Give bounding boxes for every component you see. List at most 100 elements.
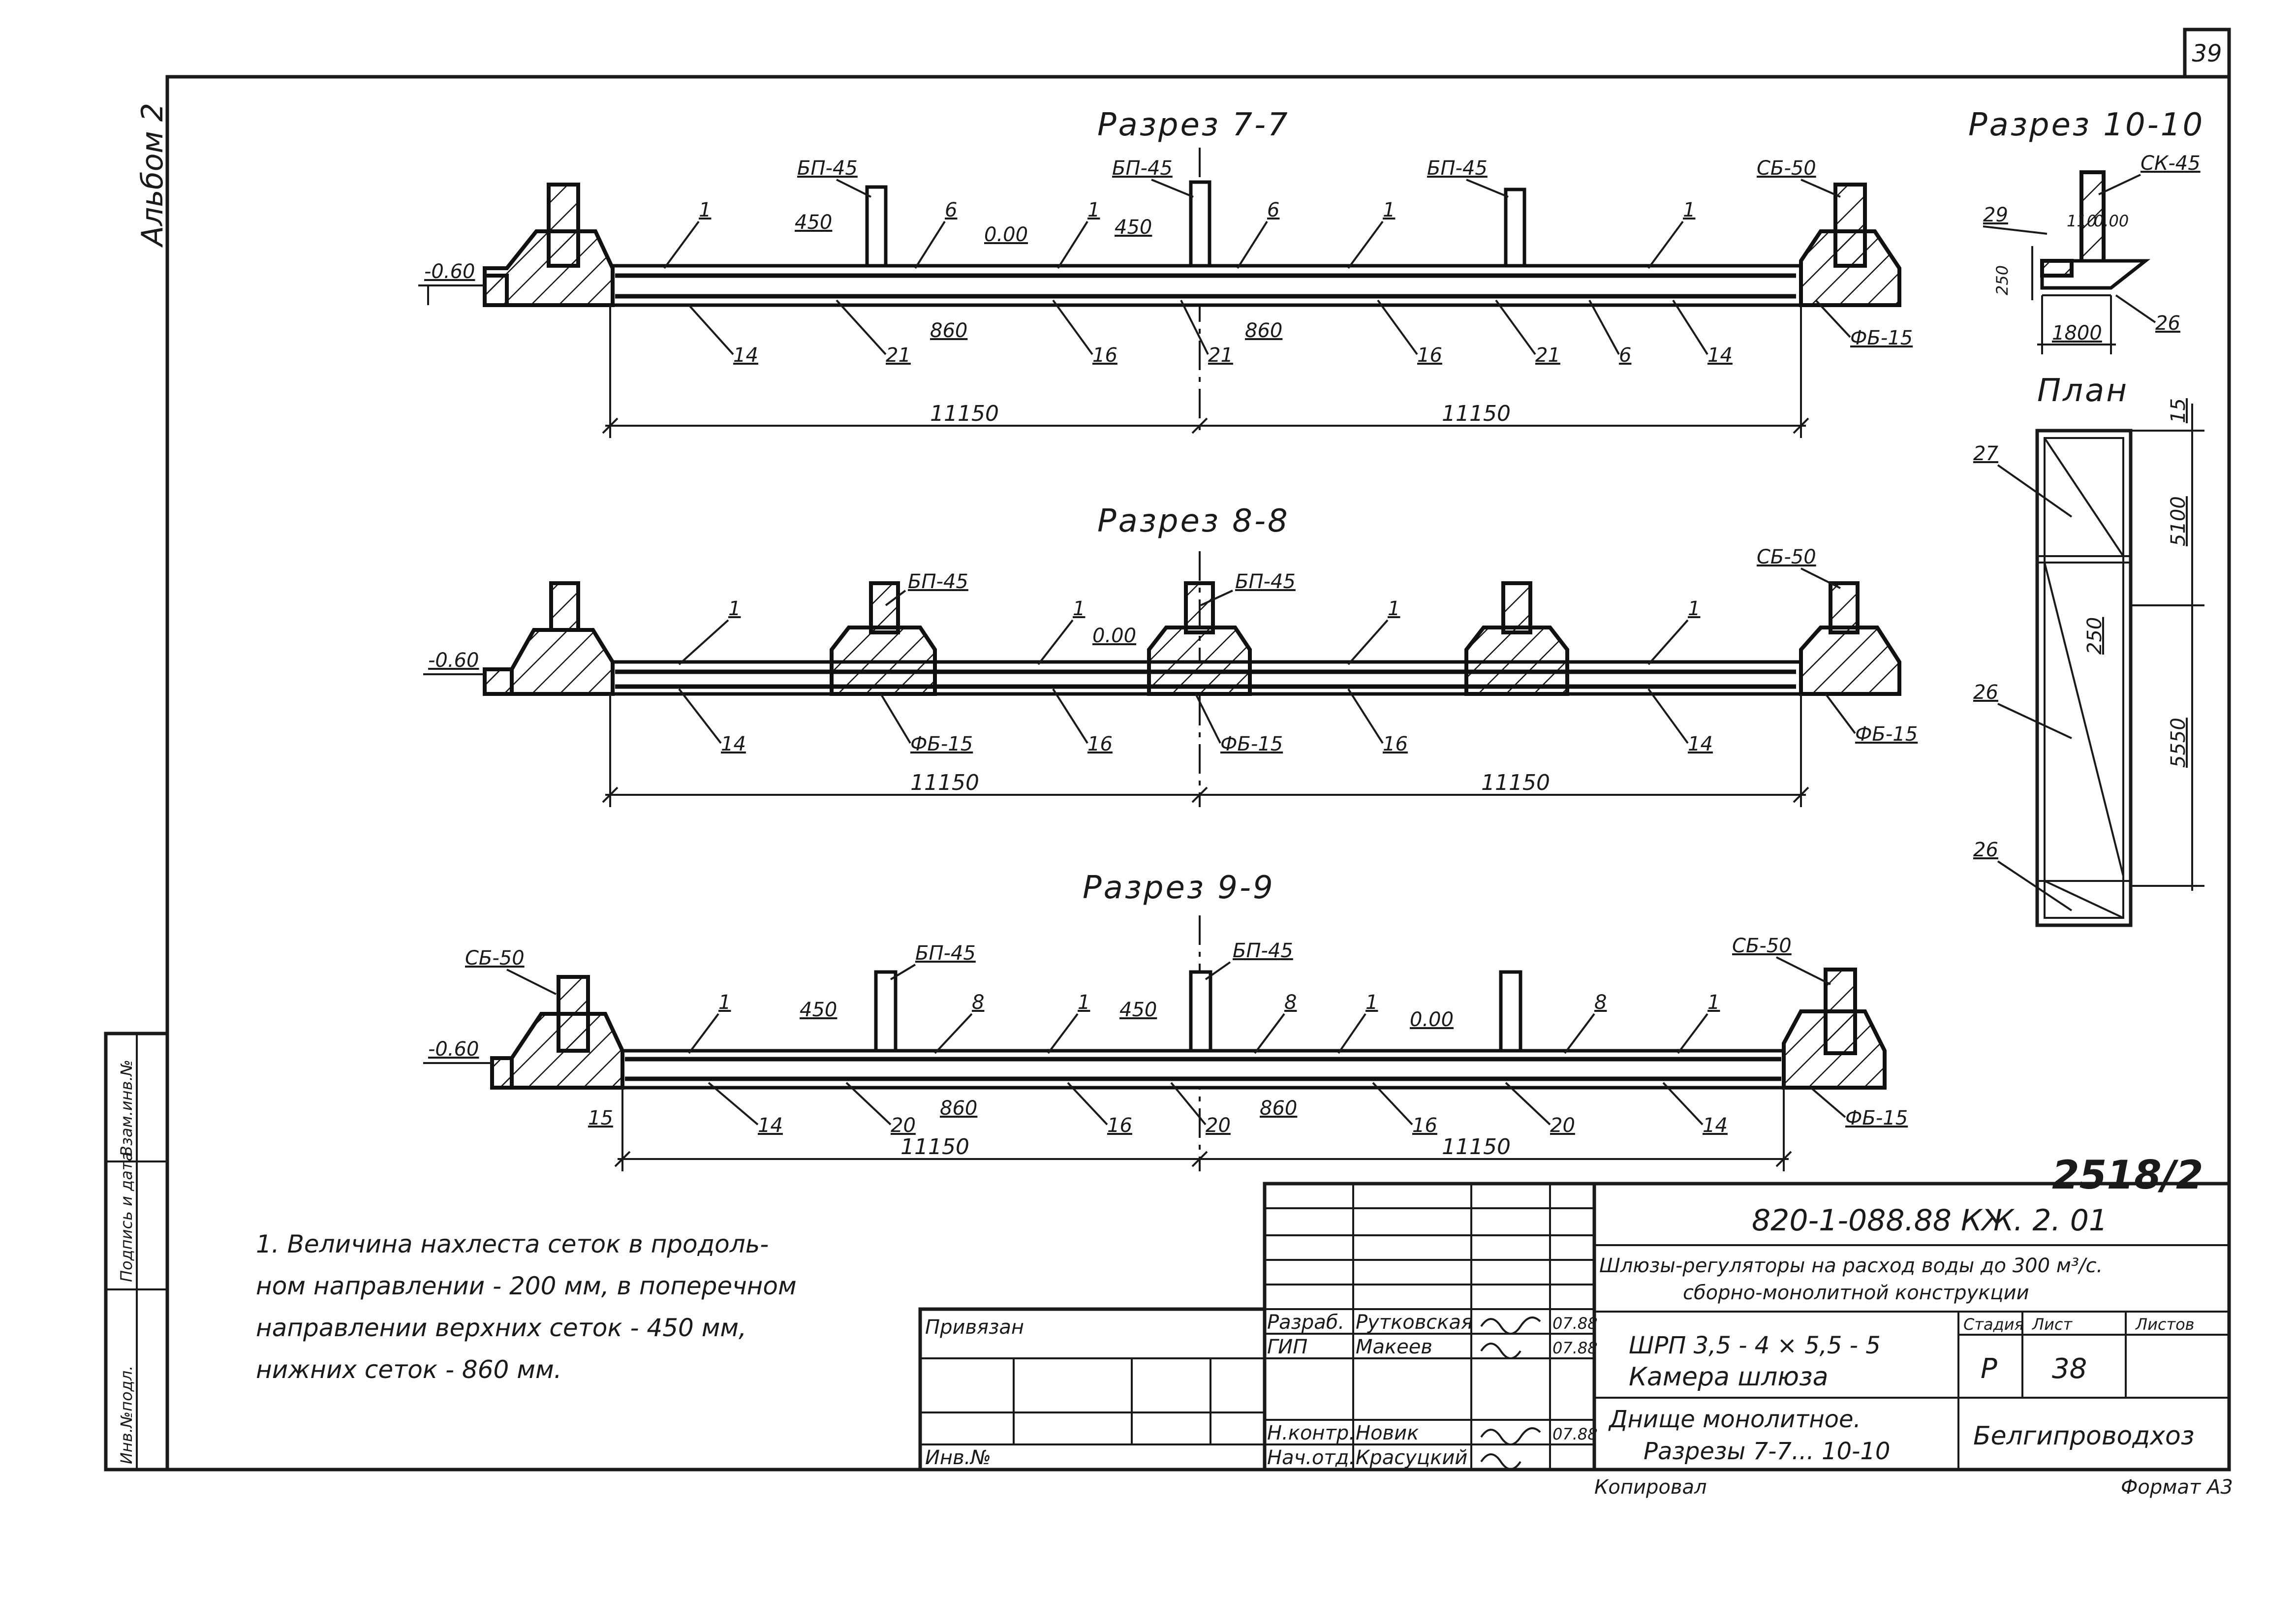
tb-object-1: ШРП 3,5 - 4 × 5,5 - 5: [1629, 1332, 1881, 1359]
note-line-2: ном направлении - 200 мм, в поперечном: [256, 1272, 797, 1300]
tb-name-1: Рутковская: [1356, 1311, 1473, 1334]
tb-role-1: Разраб.: [1267, 1311, 1344, 1334]
s99-edge: 15: [588, 1107, 613, 1129]
tb-date-3: 07.88: [1552, 1425, 1598, 1443]
side-stamp: Инв.№подл. Подпись и дата Взам.инв.№: [104, 1032, 169, 1472]
plan-call-26a: 26: [1973, 681, 1998, 704]
s99-call-b4: 20: [1206, 1114, 1231, 1137]
plan-call-26b: 26: [1973, 839, 1998, 861]
s77-call-b4: 21: [1208, 344, 1233, 367]
s88-call-b4: ФБ-15: [1220, 733, 1283, 755]
plan-dim-15: 15: [2167, 398, 2190, 423]
s99-post-4: СБ-50: [1732, 935, 1792, 957]
s99-call-b1: 14: [758, 1114, 783, 1137]
plan-dim-5550: 5550: [2167, 718, 2190, 768]
s77-call-b7: 6: [1619, 344, 1631, 367]
tb-privyazan: Привязан: [925, 1316, 1024, 1339]
tb-sheet: 38: [2052, 1353, 2087, 1385]
note-line-1: 1. Величина нахлеста сеток в продоль-: [256, 1230, 769, 1258]
s77-level-zero: 0.00: [984, 223, 1028, 246]
plan-dim-250: 250: [2083, 617, 2106, 655]
s77-call-t5: 1: [1383, 199, 1395, 221]
s77-lap-top-1: 450: [795, 211, 832, 234]
s77-call-b3: 16: [1092, 344, 1117, 367]
s1010-post: СК-45: [2141, 152, 2201, 175]
section-7-7-title: Разрез 7-7: [1097, 107, 1290, 143]
s77-call-b2: 21: [886, 344, 911, 367]
section-10-10-title: Разрез 10-10: [1968, 107, 2204, 143]
s77-post-4: СБ-50: [1757, 157, 1816, 180]
tb-stage: Р: [1981, 1353, 1997, 1385]
s1010-call-29: 29: [1983, 204, 2008, 226]
s99-post-2: БП-45: [915, 942, 976, 965]
s88-dim-left: 11150: [910, 770, 979, 795]
s1010-dim-250: 250: [1993, 265, 2012, 295]
tb-organization: Белгипроводхоз: [1973, 1421, 2195, 1451]
section-10-10: Разрез 10-10 СК-45 29 110 0.00 250 26 18…: [1968, 107, 2204, 354]
s88-dim-right: 11150: [1481, 770, 1550, 795]
s77-post-3: БП-45: [1427, 157, 1488, 180]
album-label: Альбом 2: [135, 103, 170, 248]
s99-call-t3: 1: [1078, 991, 1090, 1014]
tb-code: 820-1-088.88 КЖ. 2. 01: [1752, 1203, 2108, 1238]
tb-project-1: Шлюзы-регуляторы на расход воды до 300 м…: [1599, 1254, 2103, 1277]
s77-call-t6: 1: [1683, 199, 1695, 221]
s77-lap-top-2: 450: [1115, 216, 1152, 239]
s99-dim-left: 11150: [900, 1134, 969, 1160]
s88-call-b6: 14: [1688, 733, 1713, 755]
s99-level-zero: 0.00: [1410, 1008, 1454, 1031]
s99-lap-bot-1: 860: [940, 1097, 977, 1120]
tb-project-2: сборно-монолитной конструкции: [1683, 1282, 2029, 1304]
s1010-call-26: 26: [2155, 312, 2180, 335]
s77-call-t2: 6: [945, 199, 957, 221]
s88-call-t3: 1: [1388, 597, 1400, 620]
slab-7-7: [611, 264, 1803, 307]
s99-call-t7: 1: [1707, 991, 1720, 1014]
s99-call-t6: 8: [1594, 991, 1607, 1014]
tb-h-sheets: Листов: [2135, 1315, 2195, 1334]
s99-call-b2: 20: [891, 1114, 916, 1137]
section-9-9-title: Разрез 9-9: [1083, 870, 1275, 906]
s88-call-t4: 1: [1688, 597, 1700, 620]
s99-lap-top-1: 450: [800, 999, 837, 1021]
s99-call-b6: 20: [1550, 1114, 1575, 1137]
plan-dim-5100: 5100: [2167, 496, 2190, 546]
sheet-number-box: [2183, 28, 2231, 79]
tb-h-stage: Стадия: [1963, 1315, 2024, 1334]
s99-call-t2: 8: [972, 991, 984, 1014]
s88-call-b2: ФБ-15: [910, 733, 973, 755]
s99-level-left: -0.60: [428, 1038, 479, 1061]
section-9-9: Разрез 9-9 -0.60 0.00 СБ-50 БП-45 БП-45 …: [423, 870, 1908, 1171]
tb-role-4: Нач.отд.: [1267, 1446, 1355, 1469]
s88-level-left: -0.60: [428, 649, 479, 672]
plan-title: План: [2037, 373, 2129, 409]
s88-call-b5: 16: [1383, 733, 1408, 755]
s1010-level-zero: 0.00: [2094, 212, 2129, 230]
plan-view: План 27 26 26 15 5100 250 5550: [1973, 373, 2204, 927]
s88-post-1: БП-45: [908, 570, 968, 593]
s1010-dim-1800: 1800: [2052, 322, 2102, 345]
s77-dim-left: 11150: [930, 401, 999, 426]
s77-call-t1: 1: [699, 199, 711, 221]
plan-call-27: 27: [1973, 442, 1998, 465]
s88-call-b7: ФБ-15: [1855, 723, 1918, 746]
s77-post-2: БП-45: [1112, 157, 1173, 180]
s99-call-t1: 1: [718, 991, 731, 1014]
slab-9-9: [621, 1049, 1786, 1090]
s1010-dim-110: 110: [2067, 212, 2097, 230]
tb-name-3: Новик: [1356, 1422, 1419, 1444]
s99-post-3: БП-45: [1233, 940, 1293, 962]
s77-lap-bot-2: 860: [1245, 319, 1282, 342]
section-7-7: Разрез 7-7 -0.60 0.00 БП-45 БП-45 БП-45 …: [418, 107, 1913, 438]
s77-call-b8: 14: [1707, 344, 1733, 367]
tb-name-2: Макеев: [1356, 1336, 1432, 1358]
s99-call-b7: 14: [1703, 1114, 1728, 1137]
s99-lap-top-2: 450: [1119, 999, 1157, 1021]
s88-call-t1: 1: [728, 597, 741, 620]
tb-object-2: Камера шлюза: [1629, 1362, 1829, 1392]
s77-call-t4: 6: [1267, 199, 1279, 221]
side-stamp-inv: Инв.№подл.: [117, 1366, 136, 1464]
s88-call-b1: 14: [721, 733, 746, 755]
tb-role-3: Н.контр.: [1267, 1422, 1355, 1444]
